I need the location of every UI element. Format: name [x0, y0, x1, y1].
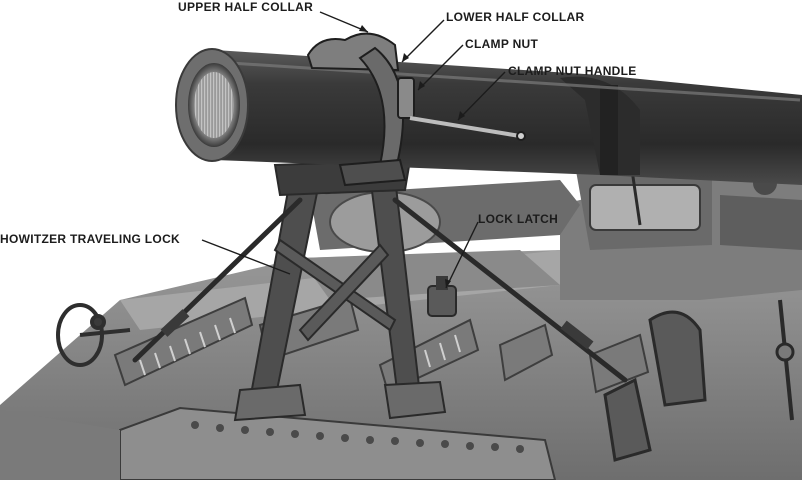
clamp-nut [397, 77, 415, 119]
brace-turnbuckles [160, 309, 594, 350]
callout-leaders [201, 11, 506, 289]
leader-howitzer-traveling-lock [201, 239, 291, 275]
callout-clamp-nut: CLAMP NUT [465, 37, 539, 51]
front-plate [0, 406, 557, 480]
leader-arrowheads [359, 25, 465, 288]
traveling-lock-frame [233, 158, 447, 422]
right-brackets [603, 299, 795, 462]
callout-lock-latch: LOCK LATCH [478, 212, 559, 226]
leader-upper-half-collar [319, 11, 369, 33]
callout-clamp-nut-handle: CLAMP NUT HANDLE [508, 64, 637, 78]
callout-lower-half-collar: LOWER HALF COLLAR [446, 10, 585, 24]
lock-latch [427, 276, 457, 317]
leader-lock-latch [445, 221, 479, 289]
hand-wheel [56, 303, 131, 367]
leader-clamp-nut-handle [457, 71, 506, 121]
leader-clamp-nut [417, 44, 464, 91]
callout-howitzer-traveling-lock: HOWITZER TRAVELING LOCK [0, 232, 180, 246]
callout-upper-half-collar: UPPER HALF COLLAR [178, 0, 314, 14]
clamp-nut-handle [409, 116, 521, 138]
howitzer-barrel [175, 48, 802, 185]
leader-lower-half-collar [401, 19, 445, 63]
barrel-collar [306, 32, 526, 187]
brace-rods [132, 197, 628, 383]
